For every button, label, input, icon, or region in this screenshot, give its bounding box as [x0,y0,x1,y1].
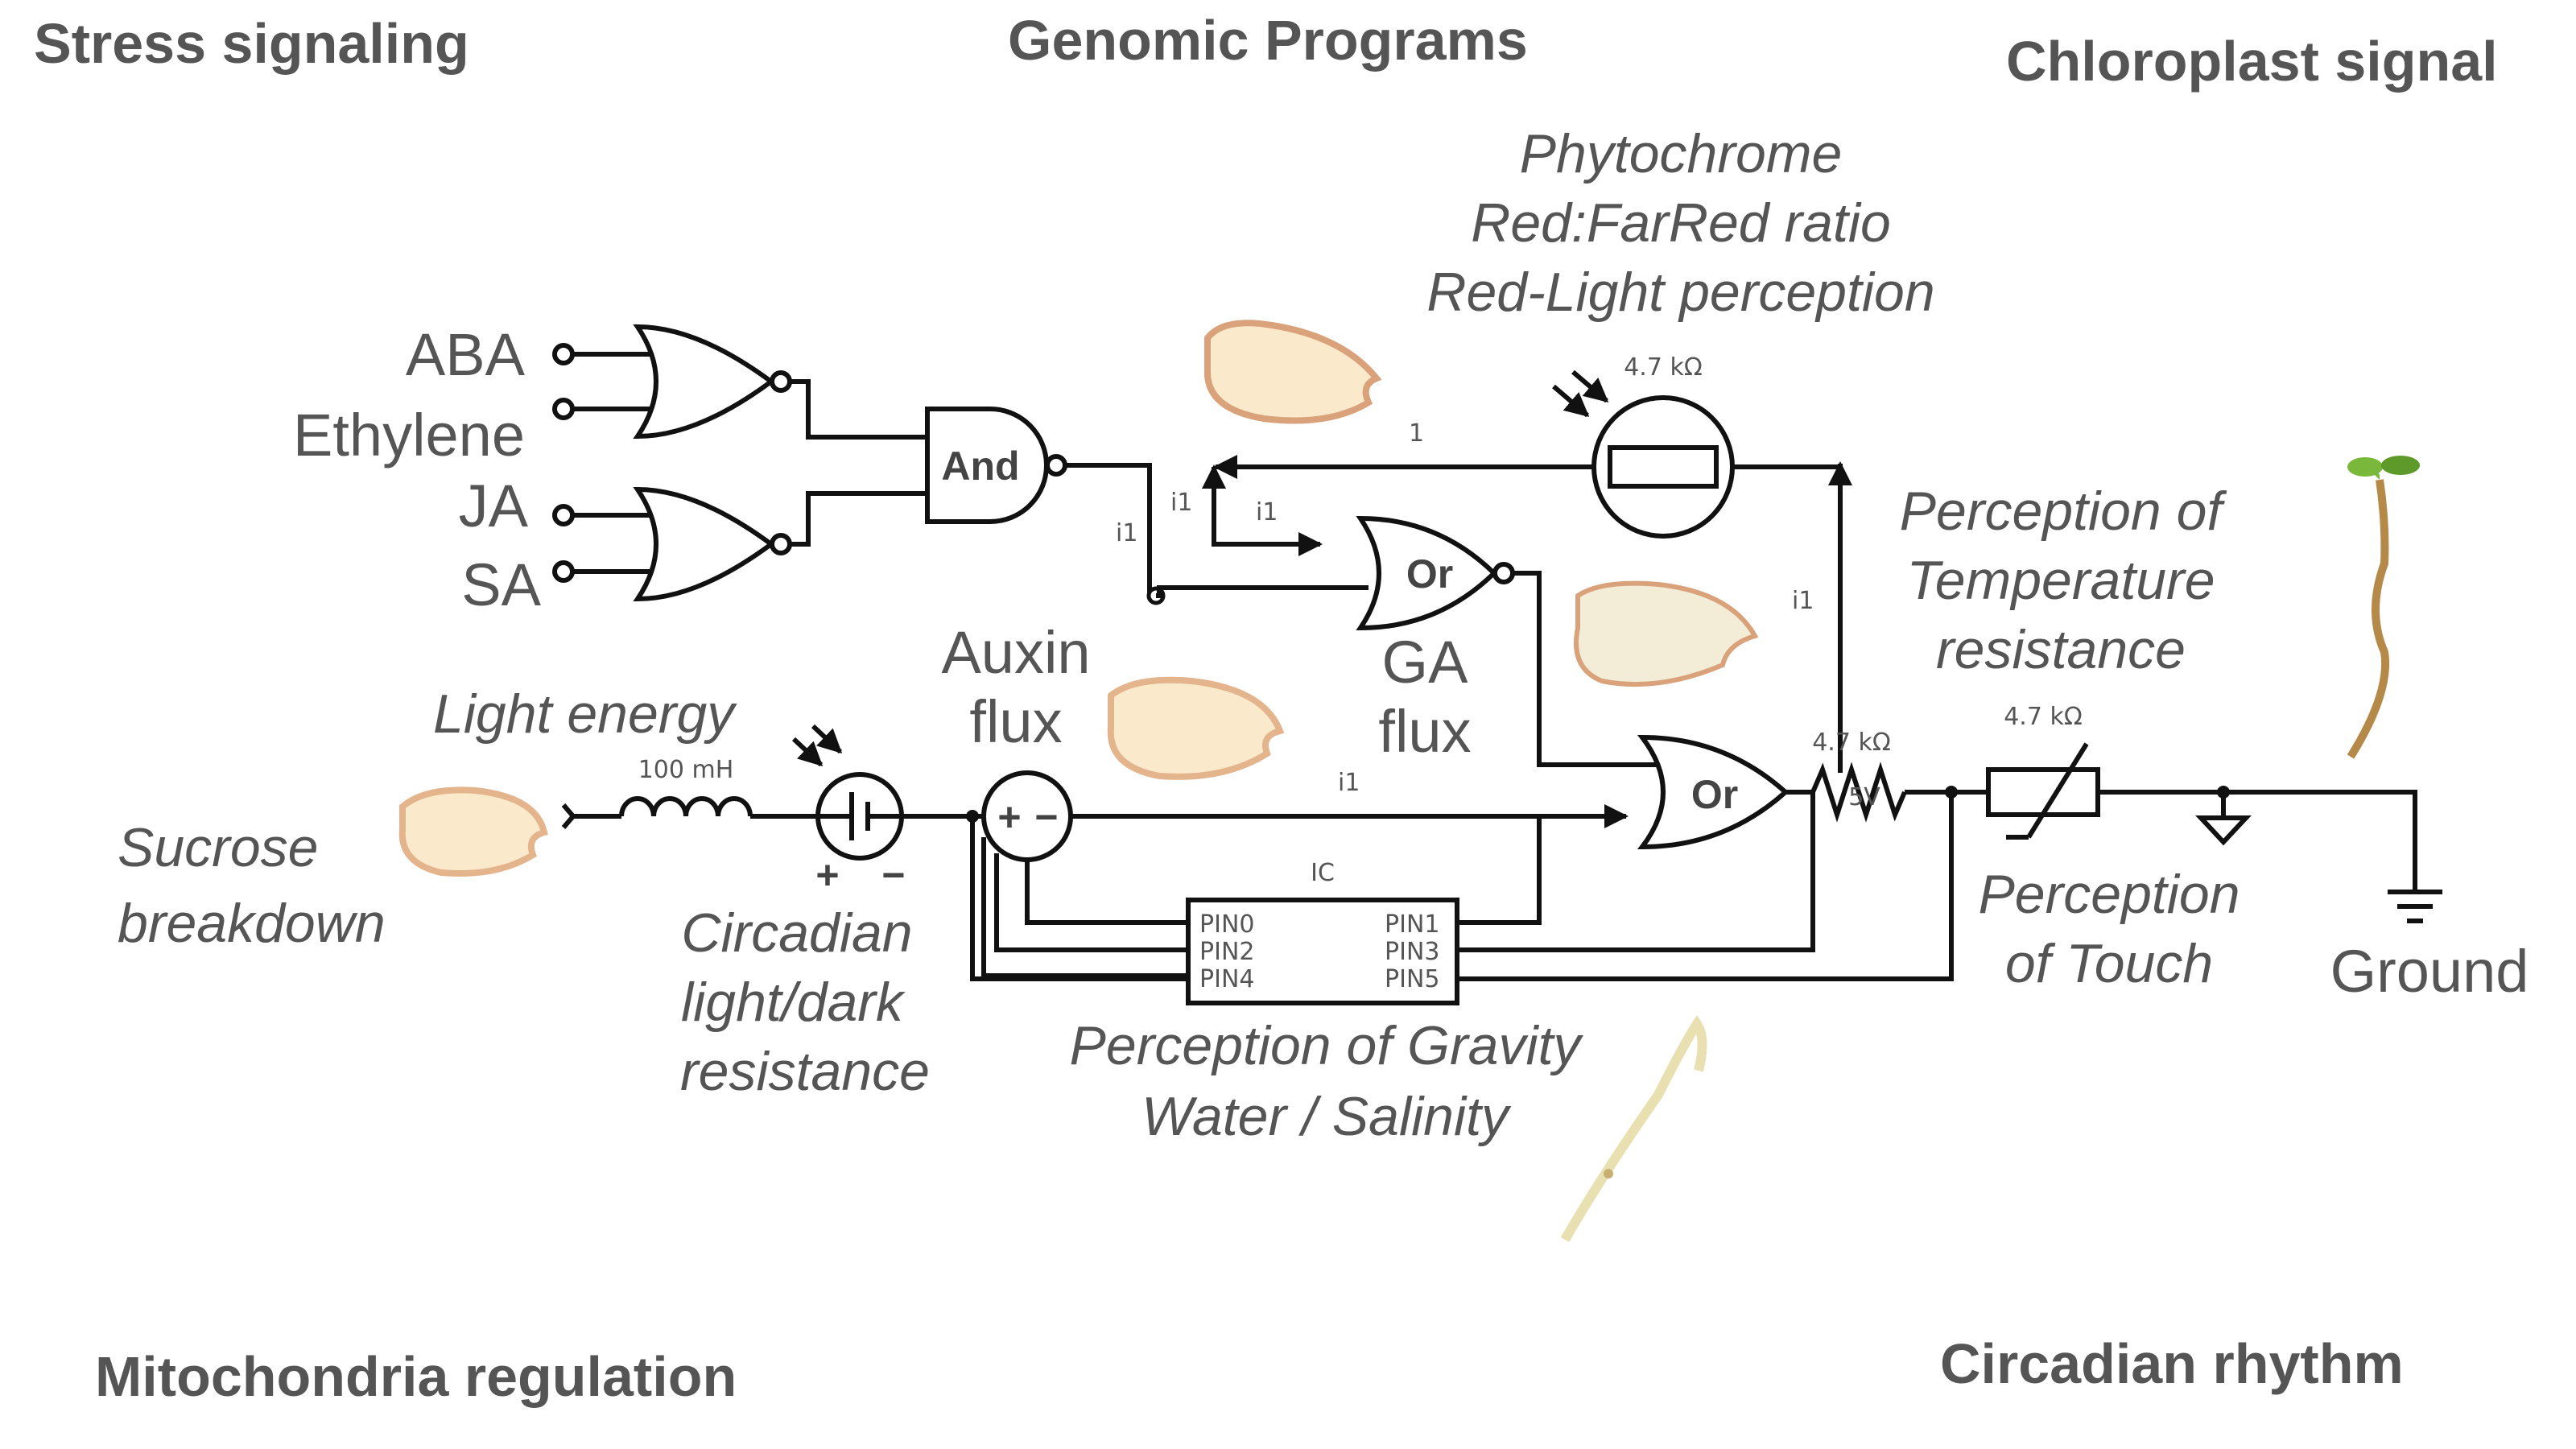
source-minus: − [881,852,905,898]
thermistor: 4.7 kΩ [1986,703,2100,840]
ic-pin2: PIN2 [1199,938,1254,966]
label-sucrose: Sucrose [118,817,318,878]
label-circadian-2: light/dark [681,972,906,1033]
label-water-salinity: Water / Salinity [1141,1086,1512,1147]
auxin-plus: + [997,795,1021,840]
current-label-d: i1 [1792,587,1814,615]
input-label-aba: ABA [406,321,526,388]
nor-gate-1 [633,324,792,440]
auxin-source: + − [981,770,1073,862]
label-temp-1: Perception of [1900,481,2227,542]
photoresistor-value: 4.7 kΩ [1624,353,1703,382]
ic-chip: IC PIN0 PIN1 PIN2 PIN3 PIN4 PIN5 [1186,859,1459,1005]
seed-illustration-middle [1574,580,1759,687]
label-red-farred: Red:FarRed ratio [1471,192,1891,254]
input-label-ethylene: Ethylene [293,402,525,469]
label-light-energy: Light energy [433,683,737,745]
wire-nor1-and [790,379,927,440]
light-source: + − [791,724,906,898]
wire-and-output [1065,463,1152,594]
heading-mitochondria-regulation: Mitochondria regulation [95,1345,737,1408]
nor-gate-2 [633,486,792,602]
thermistor-value: 4.7 kΩ [2004,703,2083,731]
wire-to-ground [2098,790,2417,892]
resistor: 4.7 kΩ 5V [1810,729,1907,823]
input-terminals [552,343,652,583]
current-label-c: i1 [1256,498,1278,526]
inductor-value: 100 mH [638,756,734,784]
source-plus: + [815,852,839,898]
label-ground: Ground [2330,938,2529,1005]
label-auxin: Auxin [941,619,1090,686]
seed-illustration-auxin [1107,676,1285,780]
ic-wiring [970,792,1954,981]
current-label-e: i1 [1338,769,1360,797]
wire-nor2-and [790,491,927,547]
label-gravity: Perception of Gravity [1070,1015,1584,1076]
inductor: 100 mH [572,756,816,819]
label-circadian-1: Circadian [681,902,912,964]
current-label-top: 1 [1409,419,1424,448]
auxin-minus: − [1034,795,1058,840]
label-touch-2: of Touch [2005,933,2213,994]
ic-title: IC [1311,859,1335,887]
and-gate: And [925,407,1067,524]
signal-ground-symbol [2195,792,2252,846]
ic-pin5: PIN5 [1385,965,1439,993]
label-circadian-3: resistance [680,1041,930,1102]
resistor-voltage: 5V [1848,783,1880,811]
label-phytochrome: Phytochrome [1520,123,1843,184]
label-auxin-flux: flux [969,688,1062,755]
ic-pin4: PIN4 [1199,965,1254,993]
wire-ga-to-or2 [1513,571,1658,767]
resistor-value: 4.7 kΩ [1812,729,1891,757]
or-gate-main-label: Or [1691,772,1738,817]
ic-pin0: PIN0 [1199,910,1254,939]
and-gate-label: And [941,444,1019,489]
label-red-light: Red-Light perception [1426,262,1934,323]
wire-to-or1-lower [1156,585,1368,598]
wire-feedback-right [1731,464,1843,773]
label-temp-3: resistance [1936,619,2186,680]
seed-illustration-top [1203,320,1382,424]
seed-illustration-sucrose [398,786,548,877]
ic-pin1: PIN1 [1385,910,1439,939]
current-label-a: i1 [1116,519,1137,547]
germinating-seed-illustration [1560,1015,1707,1242]
label-ga: GA [1382,629,1469,696]
input-label-sa: SA [461,551,541,618]
ic-pin3: PIN3 [1385,938,1439,966]
photoresistor: 4.7 kΩ [1552,353,1735,539]
heading-stress-signaling: Stress signaling [34,12,469,75]
input-label-ja: JA [459,473,529,539]
current-label-b: i1 [1170,489,1192,517]
seedling-illustration [2347,456,2420,759]
label-ga-flux: flux [1378,698,1471,765]
ground-symbol [2388,890,2442,923]
label-temp-2: Temperature [1906,550,2215,611]
heading-circadian-rhythm: Circadian rhythm [1940,1332,2404,1395]
label-touch-1: Perception [1978,864,2240,925]
heading-genomic-programs: Genomic Programs [1008,9,1528,72]
or-gate-ga-label: Or [1406,551,1453,597]
heading-chloroplast-signal: Chloroplast signal [2006,30,2498,93]
or-gate-ga: Or [1356,515,1515,631]
or-gate-main: Or [1637,734,1790,850]
label-breakdown: breakdown [118,893,386,954]
